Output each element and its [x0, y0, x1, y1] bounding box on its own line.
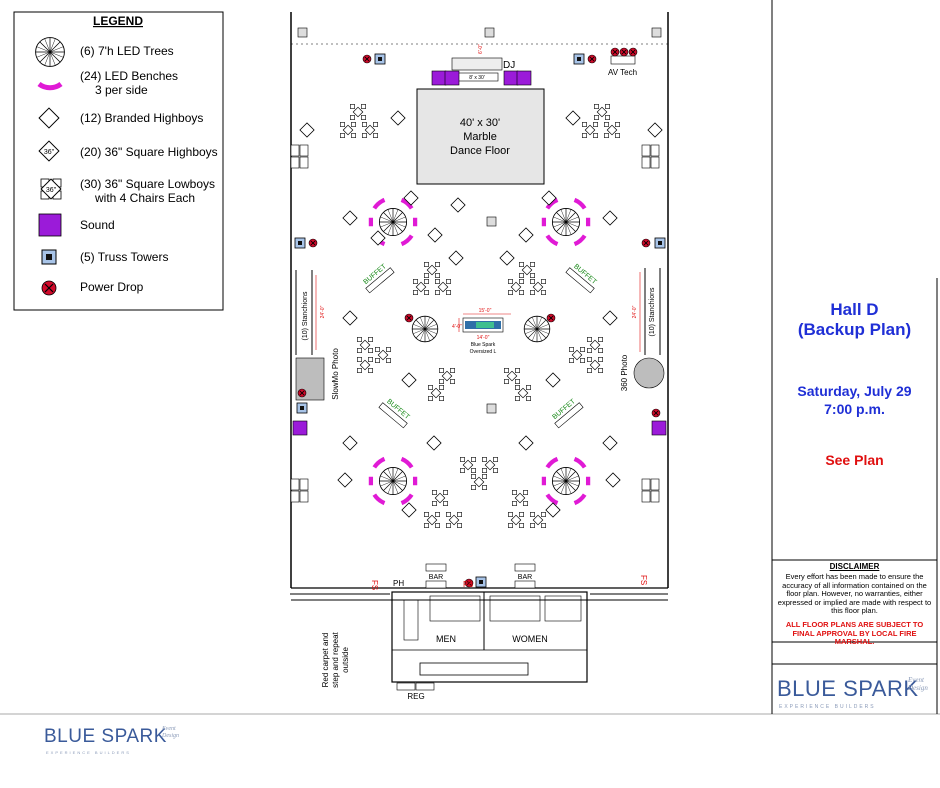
- svg-text:Blue Spark: Blue Spark: [471, 342, 496, 348]
- disclaimer-body: Every effort has been made to ensure the…: [777, 572, 932, 615]
- power-drop-icon: [41, 280, 57, 296]
- svg-text:FS: FS: [463, 580, 473, 589]
- svg-text:24'-0": 24'-0": [320, 305, 326, 318]
- reg-label: REG: [407, 692, 424, 701]
- photo-360-label: 360 Photo: [620, 354, 629, 391]
- fire-marshal-note: ALL FLOOR PLANS ARE SUBJECT TO FINAL APP…: [785, 620, 924, 646]
- hall-title: Hall D: [830, 300, 879, 319]
- restrooms: MEN WOMEN Red carpet and step and repeat…: [290, 591, 668, 701]
- legend-label-truss-tower: (5) Truss Towers: [80, 250, 168, 264]
- truss-tower-icon: [41, 249, 57, 265]
- event-time: 7:00 p.m.: [824, 401, 885, 417]
- svg-text:(10) Stanchions: (10) Stanchions: [302, 291, 309, 341]
- brand-tagline-footer: EXPERIENCE BUILDERS: [46, 750, 131, 755]
- led-tree-icon: [35, 37, 65, 67]
- svg-text:FS: FS: [639, 575, 648, 585]
- led-bench-icon: [37, 81, 63, 91]
- svg-text:outside: outside: [341, 647, 350, 673]
- women-label: WOMEN: [512, 634, 548, 644]
- svg-text:FS: FS: [370, 580, 379, 590]
- svg-text:14'-0": 14'-0": [477, 335, 490, 341]
- see-plan-note: See Plan: [825, 452, 884, 468]
- square-highboy-icon: 36": [38, 140, 60, 162]
- sound-icon: [38, 213, 62, 237]
- legend-label-square-lowboy: (30) 36" Square Lowboys: [80, 177, 215, 191]
- legend-label-led-tree: (6) 7'h LED Trees: [80, 44, 174, 58]
- svg-text:36": 36": [44, 149, 55, 156]
- brand-logo-title-block: BLUE SPARK: [777, 676, 919, 701]
- svg-text:BAR: BAR: [429, 574, 443, 581]
- svg-text:Red carpet and: Red carpet and: [321, 633, 330, 688]
- legend-label-led-bench: (24) LED Benches: [80, 69, 178, 83]
- legend-title: LEGEND: [93, 14, 143, 28]
- svg-text:36": 36": [46, 187, 57, 194]
- svg-text:15'-0": 15'-0": [479, 308, 492, 314]
- legend-label-sound: Sound: [80, 218, 115, 232]
- ph-label: PH: [393, 579, 404, 588]
- svg-text:Oversized L: Oversized L: [470, 349, 497, 355]
- dj-label: DJ: [503, 60, 515, 71]
- left-photo-area: (10) Stanchions 24'-0" SlowMo Photo: [292, 237, 340, 436]
- legend-label-branded-highboy: (12) Branded Highboys: [80, 111, 203, 125]
- brand-logo-footer: BLUE SPARK: [44, 726, 167, 747]
- brand-script-title-block: Event Design: [908, 676, 928, 692]
- svg-text:(10) Stanchions: (10) Stanchions: [649, 287, 656, 337]
- svg-text:24'-0": 24'-0": [632, 305, 638, 318]
- legend-label-led-bench-sub: 3 per side: [95, 83, 148, 97]
- dj-area: 8' x 30' DJ 6'-0" AV Tech: [362, 44, 638, 86]
- svg-text:4'-0": 4'-0": [452, 324, 462, 330]
- dj-dimension: 6'-0": [478, 44, 484, 54]
- square-lowboy-icon: 36": [40, 178, 62, 200]
- bottom-bars: BAR BAR FS FS FS PH: [370, 563, 648, 590]
- event-date: Saturday, July 29: [797, 383, 912, 399]
- dance-floor: 40' x 30' Marble Dance Floor: [416, 88, 545, 185]
- men-label: MEN: [436, 634, 456, 644]
- slowmo-photo-label: SlowMo Photo: [331, 348, 340, 400]
- svg-text:step and repeat: step and repeat: [331, 631, 340, 687]
- title-block-frame: [771, 0, 938, 714]
- plan-subtitle: (Backup Plan): [797, 320, 912, 339]
- floor-power-drops: [486, 216, 497, 414]
- dance-floor-label-1: Marble: [463, 131, 497, 143]
- legend: LEGEND (6) 7'h LED Trees (24) LED Benche…: [13, 11, 224, 311]
- right-photo-area: (10) Stanchions 24'-0" 360 Photo: [620, 237, 667, 436]
- branded-highboy-icon: [38, 107, 60, 129]
- av-tech-label: AV Tech: [608, 68, 637, 77]
- dance-floor-size: 40' x 30': [460, 117, 500, 129]
- brand-tagline-title-block: EXPERIENCE BUILDERS: [779, 704, 876, 710]
- stage-size: 8' x 30': [469, 75, 485, 81]
- legend-label-square-highboy: (20) 36" Square Highboys: [80, 145, 218, 159]
- svg-text:BAR: BAR: [518, 574, 532, 581]
- dance-floor-label-2: Dance Floor: [450, 145, 510, 157]
- legend-label-power-drop: Power Drop: [80, 280, 144, 294]
- blue-spark-oversized-l: 15'-0" 4'-0" 14'-0" Blue Spark Oversized…: [452, 308, 511, 355]
- brand-script-footer: Event Design: [162, 726, 179, 739]
- disclaimer-title: DISCLAIMER: [829, 562, 880, 571]
- legend-label-square-lowboy-sub: with 4 Chairs Each: [94, 191, 195, 205]
